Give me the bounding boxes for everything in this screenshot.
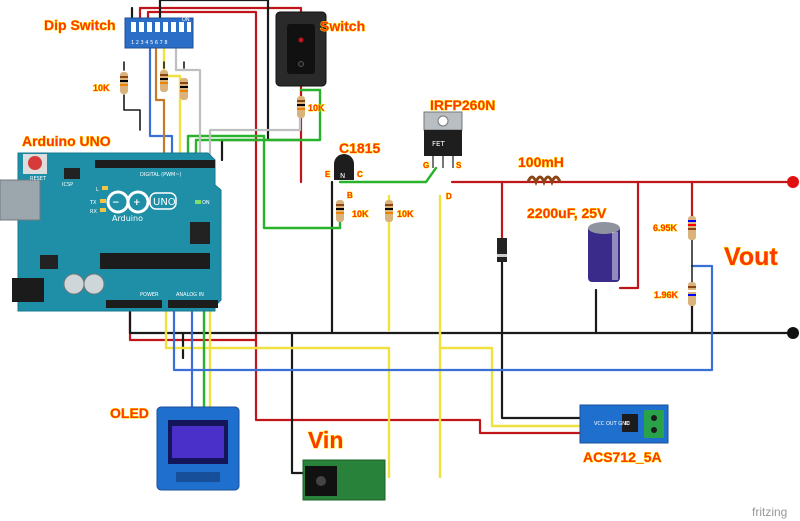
switch-resistor bbox=[297, 96, 305, 118]
svg-text:−: − bbox=[112, 198, 120, 208]
label-r-switch: 10K bbox=[308, 103, 325, 113]
label-pin-s: S bbox=[456, 161, 462, 170]
label-c1815: C1815 bbox=[339, 140, 380, 156]
label-capacitor: 2200uF, 25V bbox=[527, 205, 607, 221]
analog-header bbox=[168, 300, 218, 308]
power-header bbox=[106, 300, 162, 308]
svg-text:TX: TX bbox=[89, 200, 97, 206]
label-oled: OLED bbox=[110, 405, 149, 421]
label-vout: Vout bbox=[724, 243, 778, 271]
rocker-switch[interactable] bbox=[275, 11, 327, 87]
label-r-gate: 10K bbox=[397, 209, 414, 219]
svg-text:RX: RX bbox=[90, 209, 97, 215]
label-pin-b: B bbox=[347, 191, 353, 200]
vout-positive-terminal-icon[interactable] bbox=[787, 176, 799, 188]
labels: Dip Switch Switch Arduino UNO OLED Vin V… bbox=[22, 17, 779, 466]
base-resistor bbox=[336, 200, 344, 222]
svg-text:1 2 3 4 5 6 7 8: 1 2 3 4 5 6 7 8 bbox=[131, 40, 168, 46]
svg-text:UNO: UNO bbox=[153, 197, 176, 208]
svg-text:RESET: RESET bbox=[30, 176, 47, 182]
wires bbox=[123, 0, 795, 487]
digital-header bbox=[95, 160, 215, 168]
label-irfp260n: IRFP260N bbox=[430, 97, 495, 113]
mosfet-irfp260n: FET bbox=[423, 111, 463, 168]
divider-resistor-top bbox=[688, 216, 696, 240]
vout-ground-terminal-icon[interactable] bbox=[787, 327, 799, 339]
svg-text:DIGITAL (PWM~): DIGITAL (PWM~) bbox=[140, 172, 182, 178]
reset-button-icon[interactable] bbox=[28, 156, 42, 170]
transistor-c1815: N bbox=[334, 154, 354, 180]
oled-display bbox=[156, 406, 240, 491]
label-r-base: 10K bbox=[352, 209, 369, 219]
label-r-top: 6.95K bbox=[653, 223, 678, 233]
label-pin-d: D bbox=[446, 192, 452, 201]
dip-resistors bbox=[120, 70, 188, 100]
wire-white bbox=[174, 38, 302, 162]
label-switch: Switch bbox=[320, 18, 365, 34]
divider-resistor-bottom bbox=[688, 282, 696, 306]
svg-text:IC: IC bbox=[625, 421, 630, 427]
svg-text:Arduino: Arduino bbox=[112, 214, 143, 223]
svg-text:L: L bbox=[96, 187, 99, 193]
wire-blue bbox=[148, 38, 714, 412]
wire-orange bbox=[154, 38, 166, 162]
svg-text:ON: ON bbox=[182, 17, 190, 23]
svg-text:ON: ON bbox=[202, 200, 210, 206]
dc-jack-vin[interactable] bbox=[302, 459, 386, 501]
atmega-chip bbox=[100, 253, 210, 269]
label-vin: Vin bbox=[308, 427, 343, 453]
diode bbox=[497, 238, 507, 262]
label-pin-c: C bbox=[357, 170, 363, 179]
arduino-uno-board: RESET ICSP DIGITAL (PWM~) − + UNO Arduin… bbox=[0, 152, 222, 312]
label-acs712: ACS712_5A bbox=[583, 449, 662, 465]
svg-text:ANALOG IN: ANALOG IN bbox=[176, 292, 204, 298]
dip-switch[interactable]: 1 2 3 4 5 6 7 8 ON bbox=[124, 17, 194, 49]
label-pin-g: G bbox=[423, 161, 429, 170]
wire-green bbox=[186, 88, 438, 412]
label-inductor: 100mH bbox=[518, 154, 564, 170]
svg-text:ICSP: ICSP bbox=[62, 182, 73, 188]
label-arduino: Arduino UNO bbox=[22, 133, 111, 149]
svg-text:+: + bbox=[133, 198, 141, 208]
gate-resistor bbox=[385, 200, 393, 222]
label-r-dip: 10K bbox=[93, 83, 110, 93]
inductor-100mh bbox=[526, 175, 562, 187]
fritzing-watermark: fritzing bbox=[752, 505, 787, 519]
label-r-bottom: 1.96K bbox=[654, 290, 679, 300]
svg-text:N: N bbox=[340, 172, 345, 180]
label-dip-switch: Dip Switch bbox=[44, 17, 116, 33]
capacitor-2200uf bbox=[588, 222, 620, 282]
label-pin-e: E bbox=[325, 170, 331, 179]
arduino-logo-icon: − + UNO Arduino bbox=[106, 190, 177, 223]
svg-text:VCC OUT GND: VCC OUT GND bbox=[594, 421, 630, 427]
svg-text:POWER: POWER bbox=[140, 292, 159, 298]
svg-text:FET: FET bbox=[432, 140, 445, 148]
acs712-sensor: IC VCC OUT GND bbox=[579, 404, 669, 444]
